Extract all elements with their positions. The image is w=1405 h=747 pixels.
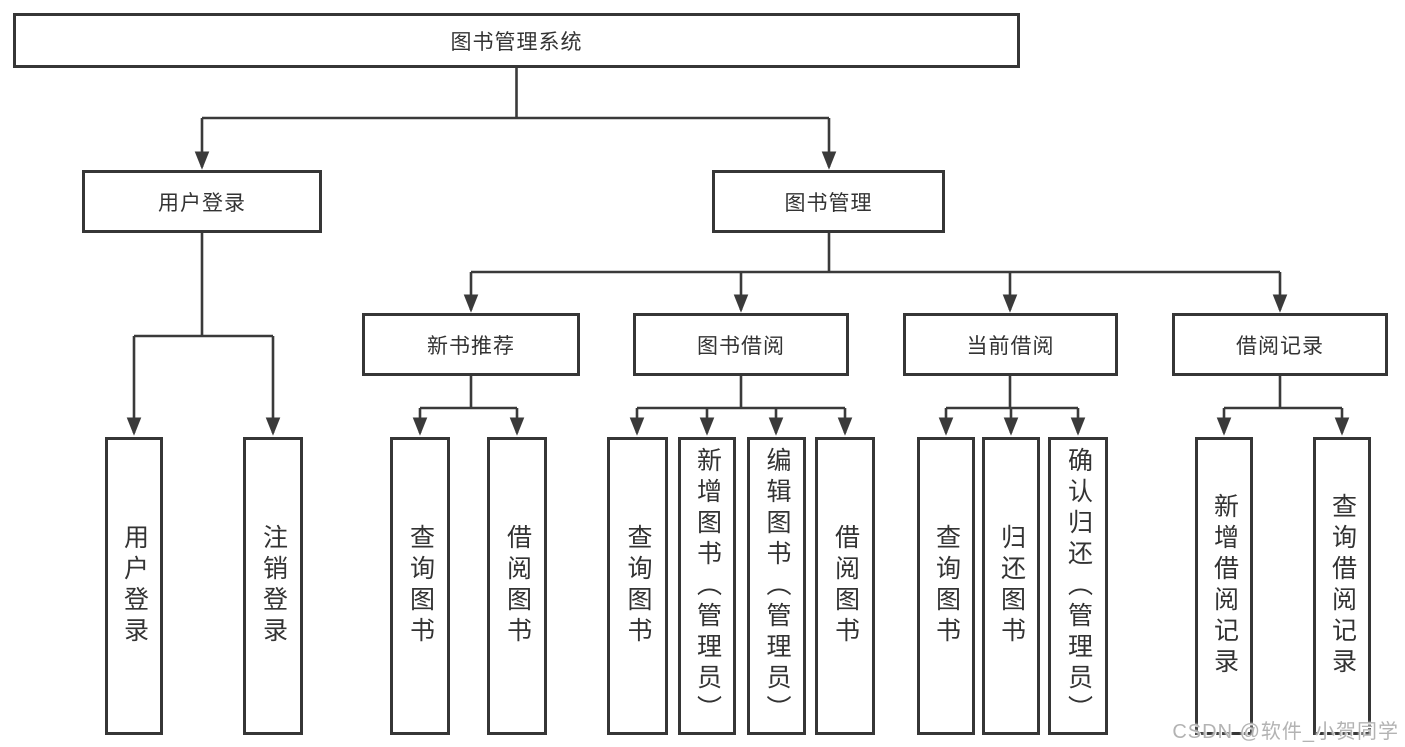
- connector-bookmgmt-to-level3: [463, 233, 1288, 313]
- leaf-label: 查询借阅记录: [1328, 493, 1357, 679]
- leaf-label: 归还图书: [997, 524, 1026, 648]
- node-user-login: 用户登录: [82, 170, 322, 233]
- leaf-query-books-newbook: 查询图书: [390, 437, 450, 735]
- node-book-management: 图书管理: [712, 170, 945, 233]
- leaf-confirm-return-admin: 确认归还（管理员）: [1048, 437, 1108, 735]
- leaf-query-books-current: 查询图书: [917, 437, 975, 735]
- connector-userlogin-group: [126, 233, 281, 436]
- leaf-query-borrow-record: 查询借阅记录: [1313, 437, 1371, 735]
- leaf-label: 确认归还（管理员）: [1064, 446, 1093, 726]
- leaf-edit-books-admin: 编辑图书（管理员）: [747, 437, 806, 735]
- node-book-borrowing: 图书借阅: [633, 313, 849, 376]
- leaf-label: 新增图书（管理员）: [693, 446, 722, 726]
- node-current-borrowing: 当前借阅: [903, 313, 1118, 376]
- leaf-logout: 注销登录: [243, 437, 303, 735]
- node-label: 新书推荐: [427, 334, 515, 358]
- leaf-borrow-books-borrow: 借阅图书: [815, 437, 875, 735]
- leaf-label: 新增借阅记录: [1210, 493, 1239, 679]
- node-root-system: 图书管理系统: [13, 13, 1020, 68]
- leaf-label: 借阅图书: [831, 524, 860, 648]
- leaf-label: 编辑图书（管理员）: [763, 446, 791, 726]
- connector-records-group: [1216, 376, 1350, 436]
- connector-borrow-group: [629, 376, 853, 436]
- leaf-user-login: 用户登录: [105, 437, 163, 735]
- node-label: 图书管理: [784, 191, 873, 215]
- connector-newbook-group: [412, 376, 525, 436]
- leaf-borrow-books-newbook: 借阅图书: [487, 437, 547, 735]
- node-label: 用户登录: [158, 191, 246, 215]
- leaf-query-books-borrow: 查询图书: [607, 437, 668, 735]
- node-borrowing-records: 借阅记录: [1172, 313, 1388, 376]
- leaf-add-borrow-record: 新增借阅记录: [1195, 437, 1253, 735]
- leaf-label: 查询图书: [932, 524, 961, 648]
- node-root-label: 图书管理系统: [450, 30, 583, 54]
- connector-root-to-level2: [194, 68, 837, 170]
- node-label: 图书借阅: [697, 334, 785, 358]
- leaf-add-books-admin: 新增图书（管理员）: [678, 437, 736, 735]
- connector-current-group: [938, 376, 1086, 436]
- leaf-label: 注销登录: [259, 524, 288, 648]
- node-label: 借阅记录: [1236, 334, 1324, 358]
- csdn-watermark: CSDN @软件_小贺同学: [1172, 721, 1399, 743]
- leaf-label: 查询图书: [406, 524, 435, 648]
- node-label: 当前借阅: [966, 334, 1055, 358]
- leaf-label: 借阅图书: [503, 524, 532, 648]
- leaf-label: 用户登录: [120, 524, 149, 648]
- leaf-return-books: 归还图书: [982, 437, 1040, 735]
- node-new-book-recommend: 新书推荐: [362, 313, 580, 376]
- leaf-label: 查询图书: [624, 524, 652, 648]
